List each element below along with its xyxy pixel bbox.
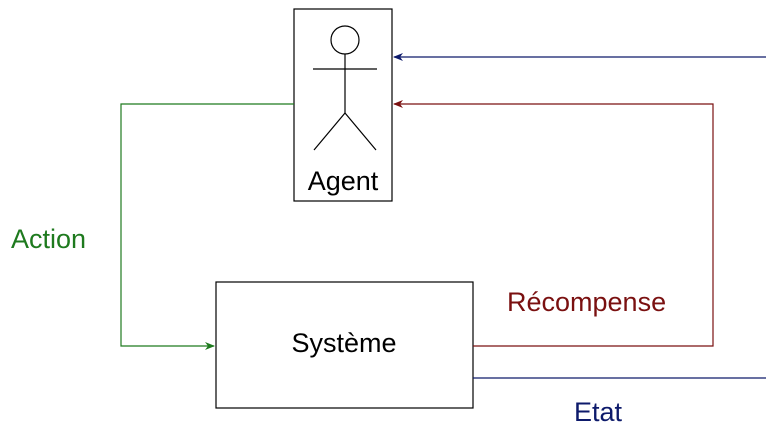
agent-box xyxy=(293,8,393,202)
agent-label: Agent xyxy=(308,166,379,196)
state-arrow xyxy=(394,57,766,379)
action-edge: Action xyxy=(11,103,294,350)
system-node: Système xyxy=(215,281,474,409)
system-label: Système xyxy=(291,328,396,358)
system-box xyxy=(215,281,474,409)
action-label: Action xyxy=(11,224,86,254)
state-label: Etat xyxy=(574,397,623,427)
action-arrow xyxy=(120,103,294,350)
agent-node: Agent xyxy=(293,8,393,202)
reward-edge: Récompense xyxy=(393,100,714,347)
stick-figure-icon xyxy=(313,25,377,151)
state-edge: Etat xyxy=(394,57,766,427)
reward-label: Récompense xyxy=(507,287,666,317)
reward-arrow xyxy=(393,100,714,347)
